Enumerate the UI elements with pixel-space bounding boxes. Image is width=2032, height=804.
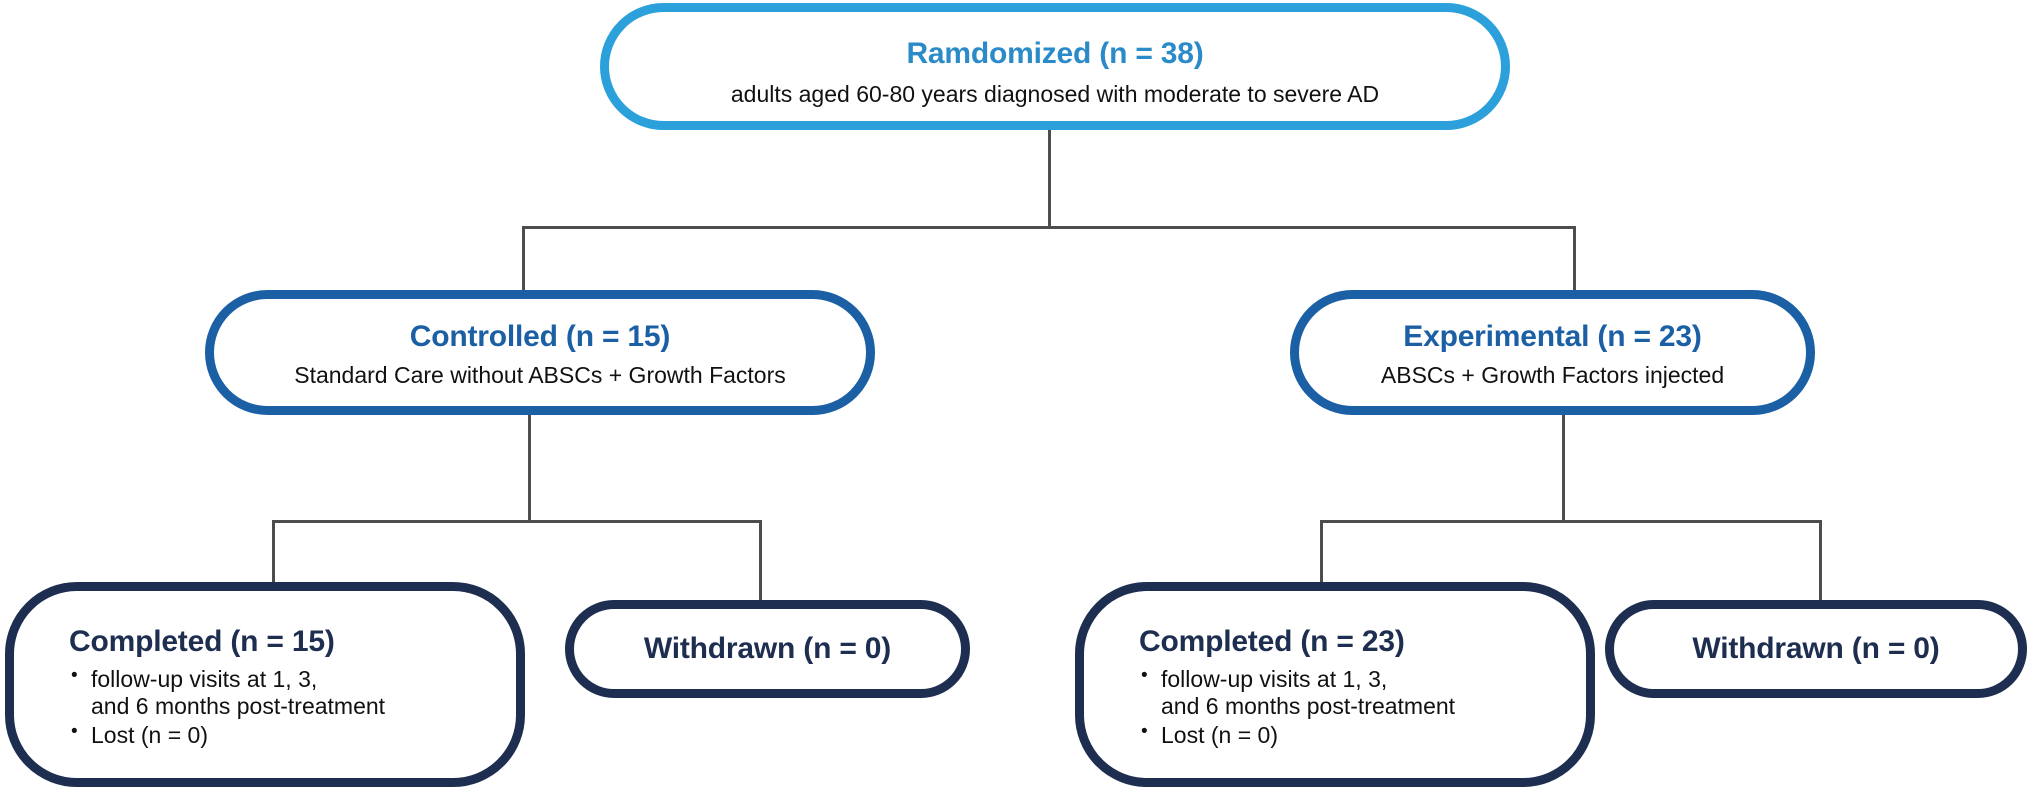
node-randomized[interactable]: Ramdomized (n = 38) adults aged 60-80 ye… (600, 3, 1510, 130)
list-item: Lost (n = 0) (1139, 721, 1455, 749)
node-controlled-subtitle: Standard Care without ABSCs + Growth Fac… (294, 361, 786, 388)
connector-controlled-bus (272, 520, 762, 523)
connector-controlled-to-completed (272, 520, 275, 584)
node-experimental-title: Experimental (n = 23) (1403, 320, 1702, 353)
connector-root-stem (1048, 128, 1051, 228)
node-completed-controlled[interactable]: Completed (n = 15) follow-up visits at 1… (5, 582, 525, 787)
node-withdrawn-experimental-title: Withdrawn (n = 0) (1692, 632, 1940, 666)
node-controlled-title: Controlled (n = 15) (409, 320, 671, 353)
list-item: Lost (n = 0) (69, 721, 385, 749)
node-experimental[interactable]: Experimental (n = 23) ABSCs + Growth Fac… (1290, 290, 1815, 415)
node-completed-controlled-title: Completed (n = 15) (69, 625, 335, 658)
connector-root-bus (522, 226, 1576, 229)
node-withdrawn-experimental[interactable]: Withdrawn (n = 0) (1605, 600, 2027, 698)
node-withdrawn-controlled[interactable]: Withdrawn (n = 0) (565, 600, 970, 698)
node-controlled[interactable]: Controlled (n = 15) Standard Care withou… (205, 290, 875, 415)
connector-controlled-stem (528, 414, 531, 522)
connector-experimental-to-withdrawn (1819, 520, 1822, 602)
node-experimental-subtitle: ABSCs + Growth Factors injected (1380, 361, 1725, 388)
connector-experimental-bus (1320, 520, 1822, 523)
list-item: follow-up visits at 1, 3, and 6 months p… (1139, 664, 1455, 720)
connector-root-to-experimental (1573, 226, 1576, 292)
node-randomized-title: Ramdomized (n = 38) (906, 37, 1204, 70)
list-item: follow-up visits at 1, 3, and 6 months p… (69, 664, 385, 720)
connector-root-to-controlled (522, 226, 525, 292)
node-randomized-subtitle: adults aged 60-80 years diagnosed with m… (730, 80, 1380, 107)
connector-experimental-stem (1562, 414, 1565, 522)
node-completed-experimental-title: Completed (n = 23) (1139, 625, 1405, 658)
node-withdrawn-controlled-title: Withdrawn (n = 0) (643, 632, 892, 666)
node-completed-experimental[interactable]: Completed (n = 23) follow-up visits at 1… (1075, 582, 1595, 787)
connector-controlled-to-withdrawn (759, 520, 762, 602)
node-completed-controlled-bullets: follow-up visits at 1, 3, and 6 months p… (69, 664, 385, 749)
node-completed-experimental-bullets: follow-up visits at 1, 3, and 6 months p… (1139, 664, 1455, 749)
connector-experimental-to-completed (1320, 520, 1323, 584)
